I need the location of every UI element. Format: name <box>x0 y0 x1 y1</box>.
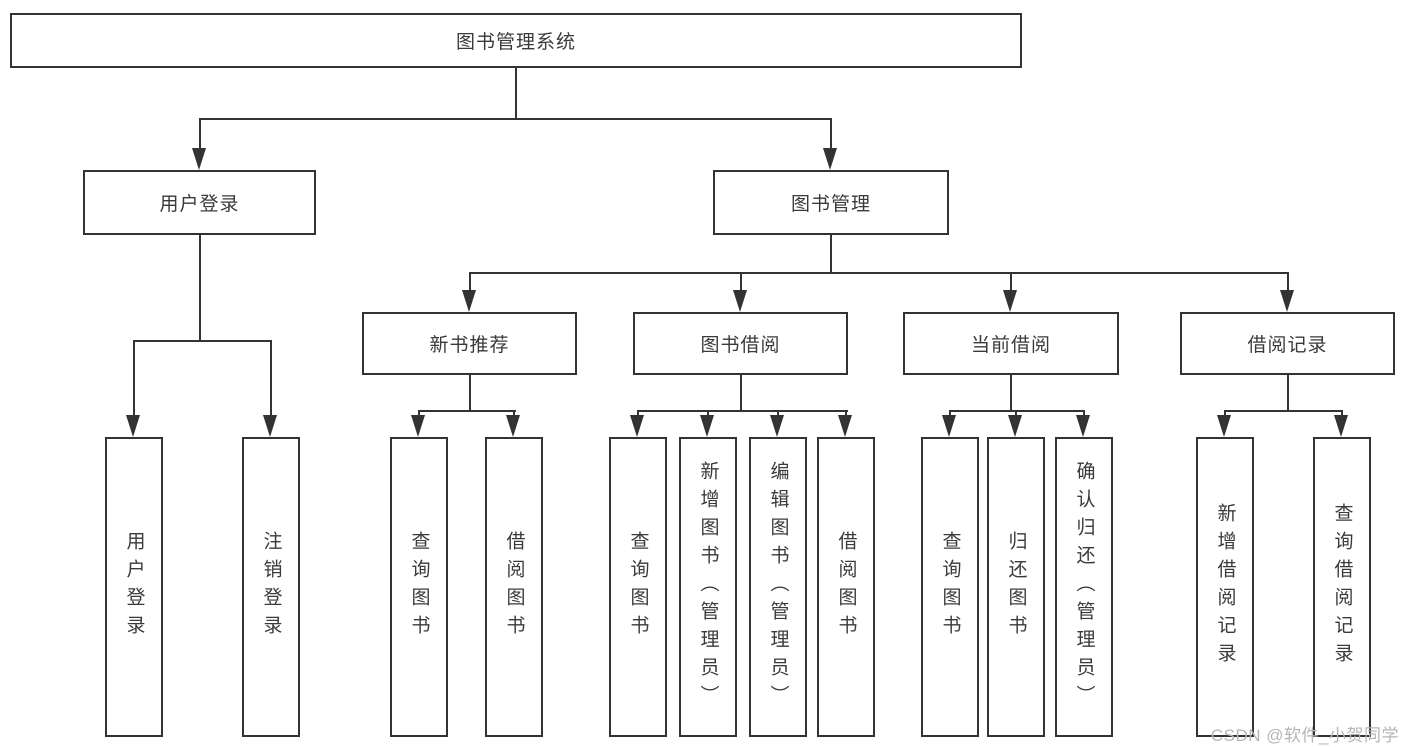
connector-line <box>513 410 515 418</box>
connector-line <box>777 410 779 418</box>
connector-line <box>418 410 516 412</box>
connector-line <box>637 410 639 418</box>
arrowhead-down <box>126 415 140 437</box>
node-book-borrowing: 图书借阅 <box>633 312 848 375</box>
connector-line <box>949 410 951 418</box>
connector-line <box>830 235 832 274</box>
leaf-current-confirm-return-admin: 确认归还（管理员） <box>1055 437 1113 737</box>
arrowhead-down <box>823 148 837 170</box>
arrowhead-down <box>700 415 714 437</box>
connector-line <box>469 272 471 292</box>
arrowhead-down <box>942 415 956 437</box>
connector-line <box>199 118 832 120</box>
arrowhead-down <box>1008 415 1022 437</box>
arrowhead-down <box>192 148 206 170</box>
connector-line <box>740 375 742 412</box>
leaf-records-query-borrow-record: 查询借阅记录 <box>1313 437 1371 737</box>
connector-line <box>1015 410 1017 418</box>
leaf-label: 查询图书 <box>939 531 961 643</box>
leaf-label: 新增借阅记录 <box>1214 503 1236 671</box>
node-library-management-system: 图书管理系统 <box>10 13 1022 68</box>
connector-line <box>199 235 201 340</box>
leaf-borrow-query-books: 查询图书 <box>609 437 667 737</box>
leaf-label: 编辑图书（管理员） <box>767 461 789 713</box>
arrowhead-down <box>1076 415 1090 437</box>
arrowhead-down <box>1217 415 1231 437</box>
connector-line <box>469 272 1289 274</box>
connector-line <box>830 118 832 152</box>
leaf-label: 借阅图书 <box>503 531 525 643</box>
arrowhead-down <box>630 415 644 437</box>
leaf-recommend-query-books: 查询图书 <box>390 437 448 737</box>
leaf-records-add-borrow-record: 新增借阅记录 <box>1196 437 1254 737</box>
connector-line <box>1287 272 1289 292</box>
arrowhead-down <box>411 415 425 437</box>
leaf-label: 查询图书 <box>627 531 649 643</box>
connector-line <box>1083 410 1085 418</box>
connector-line <box>949 410 1085 412</box>
leaf-user-login: 用户登录 <box>105 437 163 737</box>
connector-line <box>469 375 471 412</box>
connector-line <box>270 340 272 417</box>
connector-line <box>133 340 272 342</box>
leaf-borrow-borrow-books: 借阅图书 <box>817 437 875 737</box>
arrowhead-down <box>506 415 520 437</box>
leaf-logout: 注销登录 <box>242 437 300 737</box>
node-label: 新书推荐 <box>429 335 510 356</box>
connector-line <box>740 272 742 292</box>
connector-line <box>1010 272 1012 292</box>
leaf-label: 归还图书 <box>1005 531 1027 643</box>
connector-line <box>845 410 847 418</box>
connector-line <box>1224 410 1226 418</box>
leaf-current-return-books: 归还图书 <box>987 437 1045 737</box>
connector-line <box>637 410 848 412</box>
connector-line <box>1224 410 1343 412</box>
connector-line <box>707 410 709 418</box>
leaf-label: 注销登录 <box>260 531 282 643</box>
arrowhead-down <box>1003 290 1017 312</box>
csdn-watermark: CSDN @软件_小贺同学 <box>1210 726 1399 745</box>
node-label: 用户登录 <box>159 194 240 215</box>
node-current-borrowing: 当前借阅 <box>903 312 1119 375</box>
connector-line <box>515 68 517 119</box>
leaf-borrow-edit-books-admin: 编辑图书（管理员） <box>749 437 807 737</box>
node-label: 图书管理 <box>790 194 871 215</box>
arrowhead-down <box>1280 290 1294 312</box>
node-label: 图书借阅 <box>700 335 781 356</box>
arrowhead-down <box>462 290 476 312</box>
arrowhead-down <box>733 290 747 312</box>
leaf-label: 查询图书 <box>408 531 430 643</box>
arrowhead-down <box>1334 415 1348 437</box>
node-book-management: 图书管理 <box>713 170 949 235</box>
connector-line <box>1341 410 1343 418</box>
arrowhead-down <box>770 415 784 437</box>
leaf-label: 用户登录 <box>123 531 145 643</box>
arrowhead-down <box>838 415 852 437</box>
node-borrowing-records: 借阅记录 <box>1180 312 1395 375</box>
connector-line <box>199 118 201 152</box>
connector-line <box>1010 375 1012 412</box>
leaf-label: 借阅图书 <box>835 531 857 643</box>
leaf-label: 查询借阅记录 <box>1331 503 1353 671</box>
connector-line <box>418 410 420 418</box>
leaf-label: 新增图书（管理员） <box>697 461 719 713</box>
node-new-book-recommend: 新书推荐 <box>362 312 577 375</box>
leaf-current-query-books: 查询图书 <box>921 437 979 737</box>
node-user-login: 用户登录 <box>83 170 316 235</box>
node-label: 图书管理系统 <box>455 32 576 53</box>
connector-line <box>133 340 135 417</box>
arrowhead-down <box>263 415 277 437</box>
leaf-label: 确认归还（管理员） <box>1073 461 1095 713</box>
node-label: 当前借阅 <box>970 335 1051 356</box>
leaf-recommend-borrow-books: 借阅图书 <box>485 437 543 737</box>
node-label: 借阅记录 <box>1247 335 1328 356</box>
leaf-borrow-add-books-admin: 新增图书（管理员） <box>679 437 737 737</box>
connector-line <box>1287 375 1289 412</box>
